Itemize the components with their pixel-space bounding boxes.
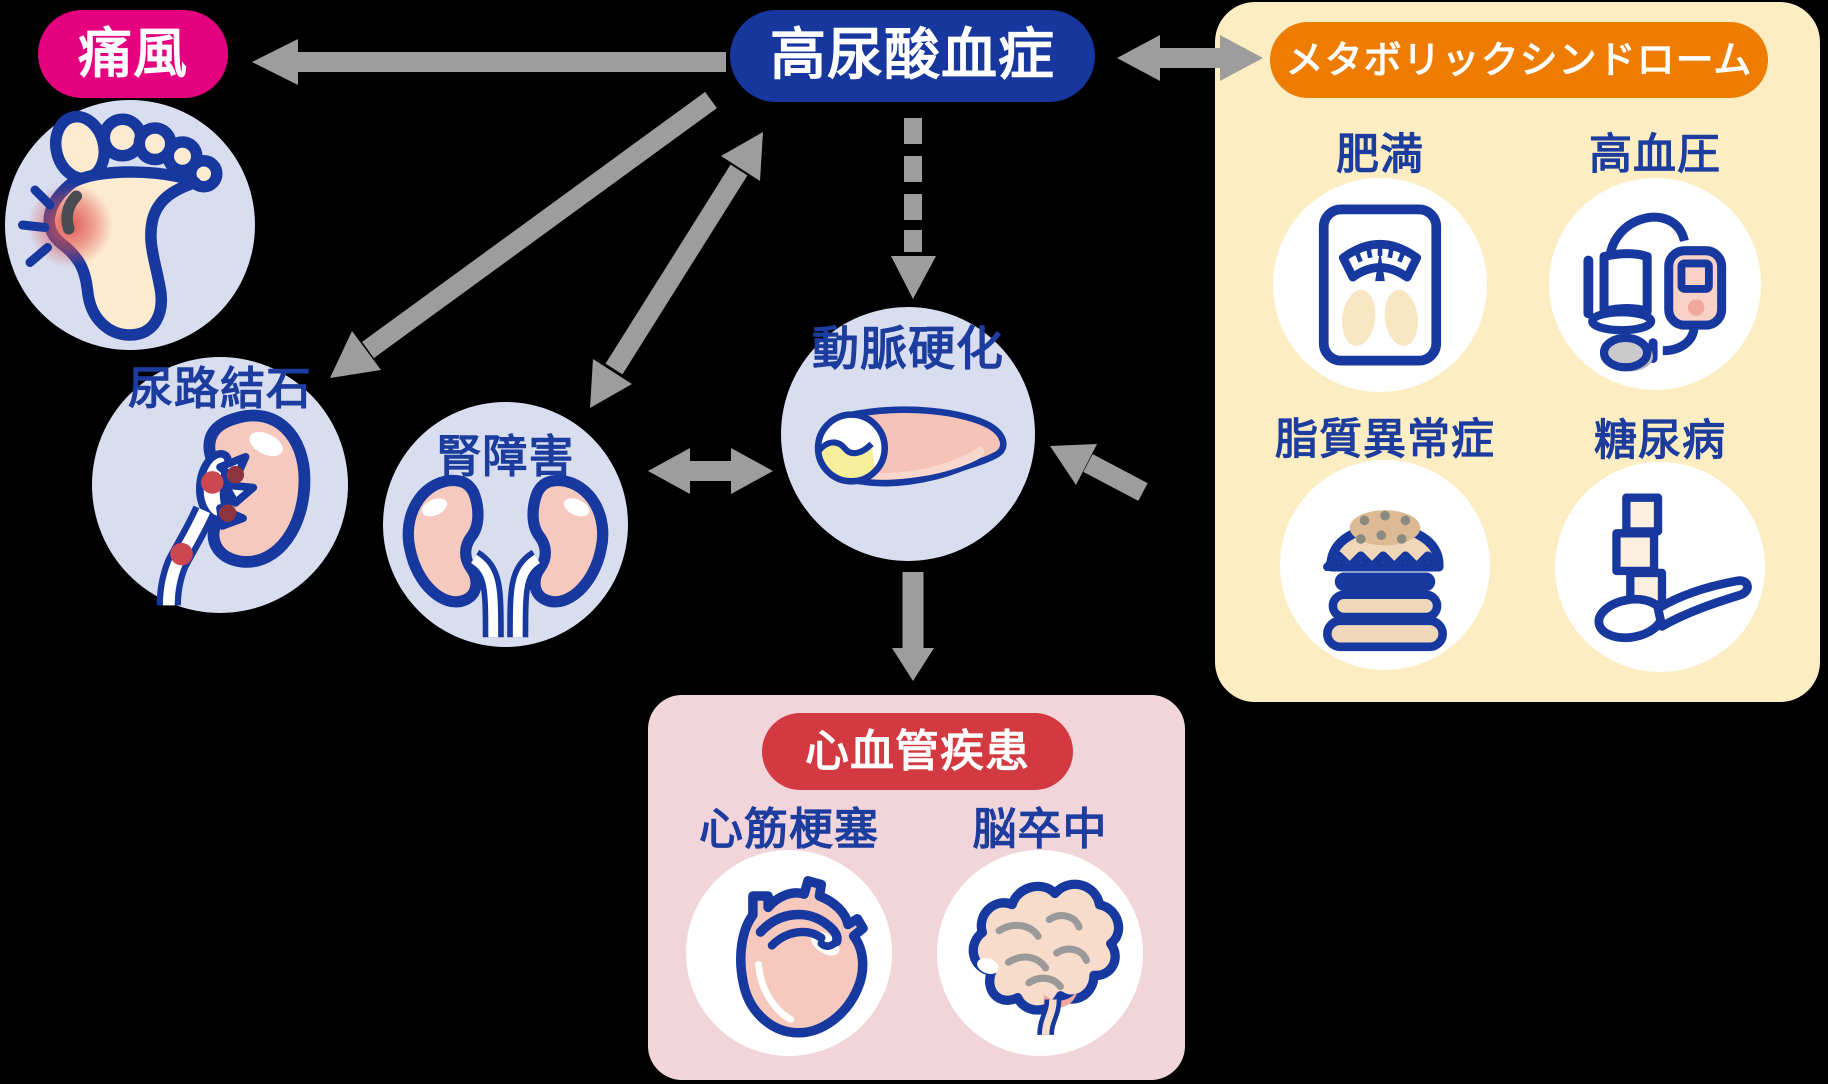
- urinary-stones-node-circle: [92, 357, 348, 613]
- gout-badge: 痛風: [38, 10, 228, 98]
- myocardial-infarction-circle: [686, 850, 892, 1056]
- arrow-hyperuricemia-to-arteriosclerosis-dashed: [891, 118, 936, 299]
- diabetes-label: 糖尿病: [1594, 416, 1726, 466]
- hyperuricemia-badge-label: 高尿酸血症: [770, 23, 1055, 88]
- brain-icon: [968, 879, 1124, 1036]
- sugar-cubes-spoon-icon: [1594, 493, 1752, 643]
- dyslipidemia-circle: [1280, 460, 1490, 670]
- gout-foot-icon: [18, 110, 223, 341]
- metabolic-title-badge: メタボリックシンドローム: [1270, 22, 1768, 98]
- blood-vessel-icon: [814, 406, 1007, 487]
- obesity-circle: [1273, 178, 1487, 392]
- cardio-title-label: 心血管疾患: [805, 725, 1030, 777]
- gout-badge-label: 痛風: [78, 22, 188, 85]
- kidney-damage-label: 腎障害: [436, 430, 575, 483]
- kidney-stone-icon: [156, 409, 311, 606]
- diabetes-circle: [1555, 462, 1765, 672]
- obesity-label: 肥満: [1336, 130, 1424, 180]
- arrow-kidney-damage-arteriosclerosis-two-way: [648, 448, 773, 494]
- metabolic-title-label: メタボリックシンドローム: [1285, 38, 1753, 82]
- arteriosclerosis-node-circle: [781, 307, 1035, 561]
- hamburger-icon: [1323, 510, 1447, 652]
- hyperuricemia-badge: 高尿酸血症: [730, 10, 1095, 102]
- gout-node-circle: [5, 100, 255, 350]
- hypertension-label: 高血圧: [1589, 130, 1721, 180]
- blood-pressure-monitor-icon: [1583, 212, 1727, 372]
- arrow-hyperuricemia-kidney-damage-two-way: [590, 132, 763, 408]
- hypertension-circle: [1549, 178, 1761, 390]
- arrow-arteriosclerosis-to-cardiovascular: [892, 572, 934, 681]
- kidney-damage-node-circle: [383, 402, 628, 647]
- stroke-label: 脳卒中: [972, 804, 1108, 855]
- myocardial-infarction-label: 心筋梗塞: [699, 804, 879, 855]
- kidneys-icon: [402, 474, 609, 638]
- weight-scale-icon: [1318, 204, 1442, 366]
- arteriosclerosis-label: 動脈硬化: [812, 322, 1004, 377]
- arrow-hyperuricemia-to-gout: [252, 39, 726, 85]
- urinary-stones-label: 尿路結石: [127, 362, 312, 415]
- arrow-hyperuricemia-metabolic-two-way: [1117, 35, 1263, 81]
- dyslipidemia-label: 脂質異常症: [1275, 415, 1495, 465]
- arrow-metabolic-to-arteriosclerosis: [1050, 444, 1148, 501]
- stroke-circle: [937, 850, 1143, 1056]
- heart-icon: [736, 876, 868, 1038]
- cardio-title-badge: 心血管疾患: [762, 713, 1073, 790]
- arrow-hyperuricemia-to-urinary-stones: [330, 91, 717, 378]
